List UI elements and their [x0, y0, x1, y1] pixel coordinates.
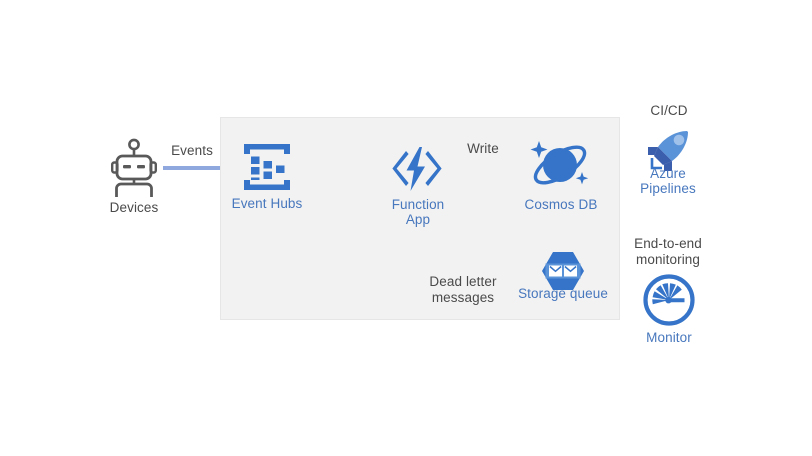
- storage-queue-label: Storage queue: [518, 286, 608, 301]
- cicd-caption: CI/CD: [650, 103, 688, 118]
- cosmos-db-label: Cosmos DB: [524, 197, 598, 212]
- event-hubs-label: Event Hubs: [231, 196, 303, 211]
- monitor-label: Monitor: [646, 330, 692, 345]
- azure-pipelines-rocket-icon: [645, 128, 691, 174]
- edge-label-events: Events: [171, 143, 213, 158]
- function-app-icon: [392, 145, 442, 193]
- monitoring-caption: End-to-end monitoring: [634, 236, 702, 267]
- edge-label-write: Write: [467, 141, 499, 156]
- azure-pipelines-label: Azure Pipelines: [640, 166, 696, 196]
- event-hubs-icon: [243, 143, 291, 191]
- storage-queue-icon: [541, 251, 585, 291]
- function-app-label: Function App: [391, 197, 445, 227]
- devices-label: Devices: [109, 200, 159, 215]
- robot-device-icon: [108, 138, 160, 197]
- edge-label-dead-letter-messages: Dead letter messages: [429, 274, 497, 305]
- monitor-gauge-icon: [643, 274, 695, 326]
- cosmos-db-icon: [527, 138, 593, 194]
